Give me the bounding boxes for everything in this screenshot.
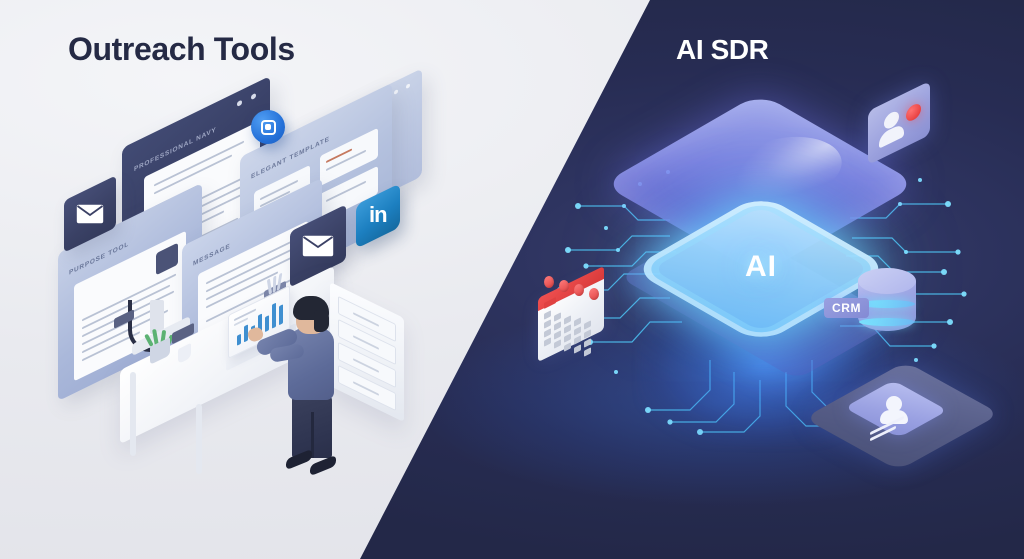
calendar-ring xyxy=(574,284,584,296)
calendar-ring xyxy=(589,288,599,300)
chat-glyph xyxy=(260,119,276,135)
template-accent xyxy=(326,148,352,164)
db-ring xyxy=(859,318,915,326)
calendar-icon xyxy=(532,265,618,363)
db-ring xyxy=(859,300,915,308)
card-thumbnail xyxy=(156,242,178,276)
avatar xyxy=(886,396,902,412)
page-title-right: AI SDR xyxy=(676,34,769,65)
contact-card-icon xyxy=(868,80,930,166)
right-illustration: AI CRM xyxy=(520,60,1001,500)
desk-leg xyxy=(196,404,202,474)
window-dot xyxy=(406,83,410,90)
notification-dot xyxy=(906,101,921,124)
sales-rep-figure xyxy=(246,288,344,477)
window-dot xyxy=(394,89,398,95)
text-line xyxy=(154,140,244,187)
window-dot xyxy=(251,92,256,101)
crm-label: CRM xyxy=(824,298,870,318)
chat-bubble-icon[interactable] xyxy=(251,110,285,144)
avatar-body xyxy=(880,410,908,424)
desk-leg xyxy=(130,372,136,456)
page-title-left: Outreach Tools xyxy=(68,31,295,67)
ai-chip-label: AI xyxy=(745,250,777,283)
db-top xyxy=(858,268,916,294)
calendar-ring xyxy=(559,280,569,292)
calendar-ring xyxy=(544,276,554,288)
database-icon: CRM xyxy=(824,268,924,346)
linkedin-label: in xyxy=(369,202,387,227)
window-dot xyxy=(237,99,242,108)
smartphone-icon xyxy=(803,360,1001,480)
